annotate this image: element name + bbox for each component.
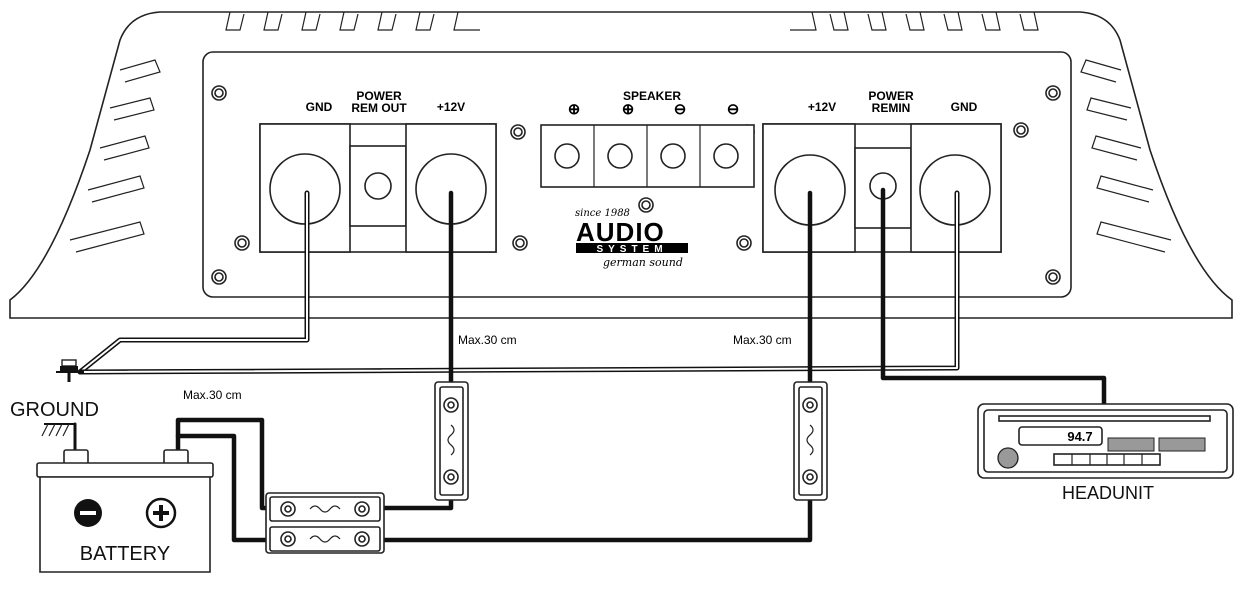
right-inline-fuse <box>793 381 828 501</box>
logo-brand: AUDIO <box>576 217 665 247</box>
heatsink-fins <box>69 11 1172 253</box>
left-power-label: POWER <box>356 89 402 103</box>
logo-since: since 1988 <box>575 208 630 219</box>
speaker-socket-2 <box>607 143 633 169</box>
speaker-symbol-1: ⊕ <box>568 101 581 118</box>
chassis-ground-point <box>56 359 84 382</box>
battery-pos-post <box>163 449 189 465</box>
speaker-label: SPEAKER <box>623 89 681 103</box>
left-rem-out-label: REM OUT <box>351 101 407 115</box>
right-12v-label: +12V <box>808 100 836 114</box>
audio-system-logo: since 1988 AUDIO SYSTEM german sound <box>575 208 688 269</box>
headunit-display <box>1018 426 1103 446</box>
speaker-socket-1 <box>554 143 580 169</box>
headunit: 94.7 HEADUNIT <box>977 403 1234 503</box>
right-gnd-label: GND <box>951 100 978 114</box>
ground-label: GROUND <box>10 399 99 421</box>
right-power-terminals: +12V POWER REMIN GND <box>762 89 1002 253</box>
speaker-socket-4 <box>713 143 739 169</box>
left-rem-socket <box>364 172 392 200</box>
right-remin-label: REMIN <box>872 101 911 115</box>
max-length-right: Max.30 cm <box>733 333 792 347</box>
speaker-socket-3 <box>660 143 686 169</box>
battery: BATTERY <box>36 449 214 573</box>
headunit-label: HEADUNIT <box>1062 483 1154 503</box>
speaker-symbol-3: ⊖ <box>674 101 687 118</box>
left-12v-label: +12V <box>437 100 465 114</box>
headunit-volume-knob <box>997 447 1019 469</box>
left-gnd-label: GND <box>306 100 333 114</box>
logo-system: SYSTEM <box>596 244 667 255</box>
panel-screws <box>211 85 1061 285</box>
battery-neg-post <box>63 449 89 465</box>
max-length-battery: Max.30 cm <box>183 388 242 402</box>
right-power-label: POWER <box>868 89 914 103</box>
speaker-symbol-4: ⊖ <box>727 101 740 118</box>
battery-label: BATTERY <box>80 543 170 565</box>
headunit-frequency: 94.7 <box>1067 429 1092 444</box>
battery-fuse-block <box>265 492 385 554</box>
ground-symbol: GROUND <box>10 399 99 454</box>
max-length-left: Max.30 cm <box>458 333 517 347</box>
left-inline-fuse <box>434 381 469 501</box>
speaker-terminals: SPEAKER ⊕ ⊕ ⊖ ⊖ <box>540 89 755 188</box>
speaker-symbol-2: ⊕ <box>622 101 635 118</box>
logo-tagline: german sound <box>603 256 683 269</box>
